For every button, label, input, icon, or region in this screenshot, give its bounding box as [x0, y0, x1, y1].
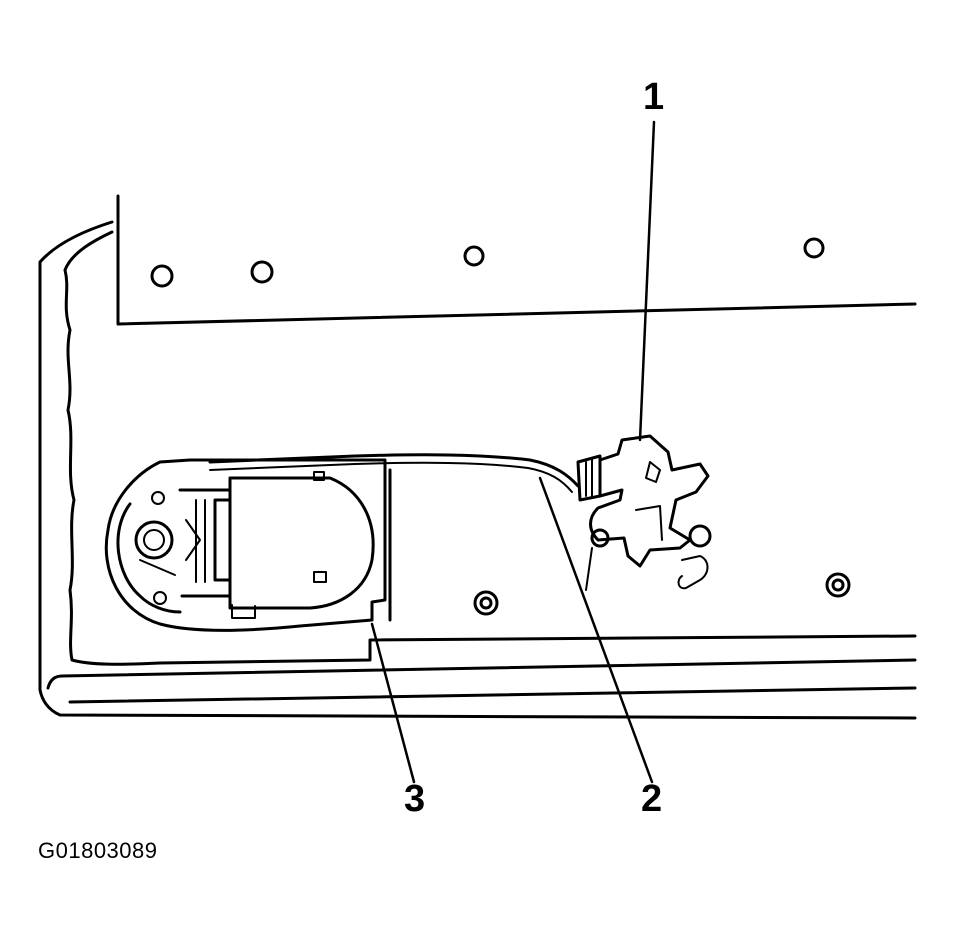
handle-rod: [208, 453, 580, 488]
handle-pivot-bolt: [134, 520, 174, 560]
handle-rod-lower: [209, 461, 573, 493]
door-lower-sill-2: [68, 686, 917, 704]
handle-oval-cover: [228, 476, 375, 610]
upper-hole-3: [463, 245, 485, 267]
door-sill-inner: [158, 634, 917, 665]
door-inner-wavy-edge: [63, 230, 162, 666]
lower-hole-2: [825, 572, 851, 598]
latch-assembly: [576, 434, 712, 591]
callout-label-1: 1: [643, 76, 665, 118]
door-outer-edge: [38, 220, 917, 720]
lower-hole-1: [473, 590, 499, 616]
callout-label-2: 2: [641, 778, 663, 820]
lower-hole-1-inner: [479, 596, 493, 610]
upper-hole-2: [250, 260, 274, 284]
callout-label-3: 3: [404, 778, 426, 820]
upper-trim-panel: [116, 194, 917, 326]
figure-id: G01803089: [38, 838, 158, 863]
handle-housing: [104, 458, 392, 632]
lower-hole-2-inner: [831, 578, 845, 592]
upper-hole-1: [150, 264, 174, 288]
leader-line-2: [538, 476, 654, 784]
upper-hole-4: [803, 237, 825, 259]
leader-line-3: [370, 622, 416, 784]
leader-line-1: [638, 120, 656, 442]
door-lower-sill: [46, 658, 917, 690]
